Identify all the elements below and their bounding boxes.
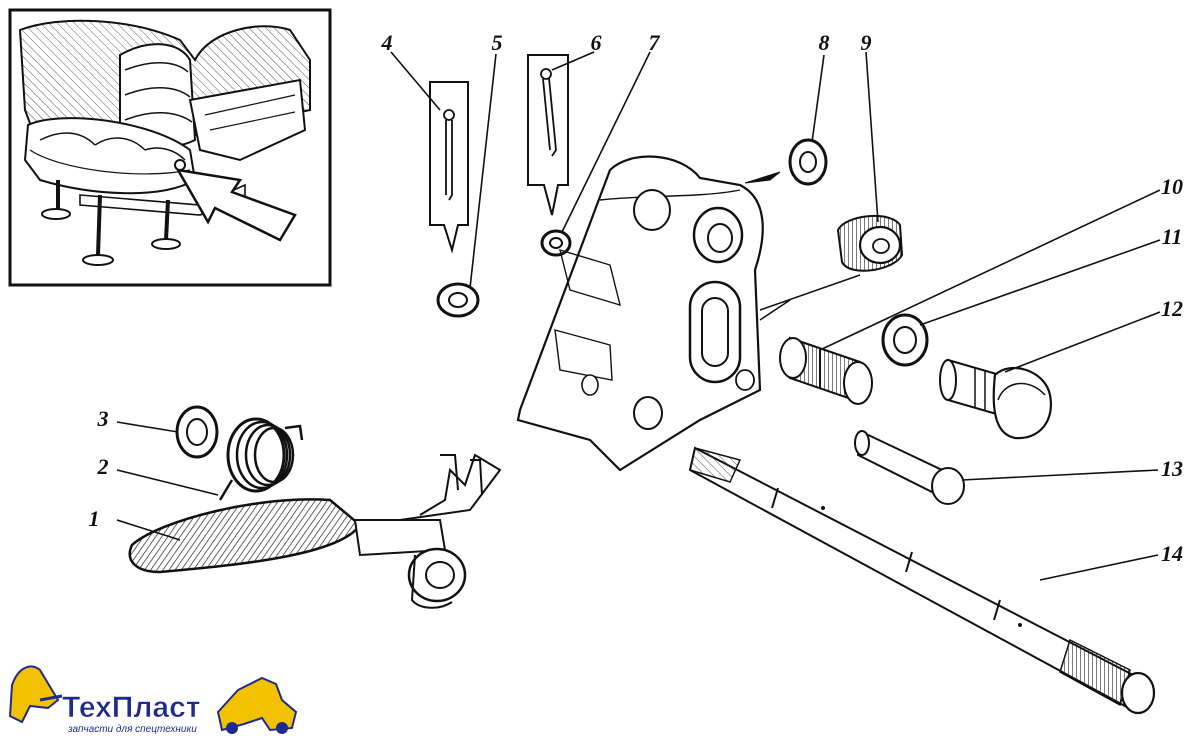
part-7-washer <box>540 229 572 257</box>
callout-2: 2 <box>97 454 109 479</box>
callout-13: 13 <box>1161 456 1183 481</box>
callouts: 1 2 3 4 5 6 7 8 9 10 11 12 13 14 <box>89 30 1184 566</box>
callout-9: 9 <box>861 30 872 55</box>
inset-pointer-arrow <box>175 168 297 242</box>
callout-1: 1 <box>89 506 100 531</box>
part-1-lever <box>128 453 502 609</box>
loader-icon <box>216 676 298 732</box>
logo-name: ТехПласт <box>62 691 201 724</box>
callout-14: 14 <box>1161 541 1183 566</box>
part-6-cotter-pin <box>527 54 569 216</box>
part-2-torsion-spring <box>218 417 304 501</box>
brand-logo: ТехПласт запчасти для спецтехники <box>8 665 298 735</box>
seat-inset <box>8 8 332 287</box>
bracket-plate <box>516 155 764 472</box>
part-13-pin <box>854 430 965 505</box>
callout-11: 11 <box>1162 224 1183 249</box>
callout-6: 6 <box>591 30 602 55</box>
callout-4: 4 <box>381 30 393 55</box>
callout-12: 12 <box>1161 296 1183 321</box>
part-9-nut <box>836 214 904 272</box>
callout-8: 8 <box>819 30 830 55</box>
logo-tagline: запчасти для спецтехники <box>67 724 197 735</box>
callout-5: 5 <box>492 30 503 55</box>
callout-7: 7 <box>649 30 661 55</box>
callout-3: 3 <box>97 406 109 431</box>
excavator-icon <box>8 665 60 724</box>
part-12-bolt <box>939 358 1053 440</box>
part-3-washer <box>175 405 219 459</box>
part-4-cotter-pin <box>429 81 469 254</box>
part-8-washer <box>788 138 828 186</box>
part-10-bushing <box>779 336 873 405</box>
leader-lines <box>116 51 1161 581</box>
part-5-washer <box>436 282 480 318</box>
part-14-shaft <box>688 446 1156 715</box>
callout-10: 10 <box>1161 174 1183 199</box>
part-11-spring-washer <box>881 313 929 367</box>
